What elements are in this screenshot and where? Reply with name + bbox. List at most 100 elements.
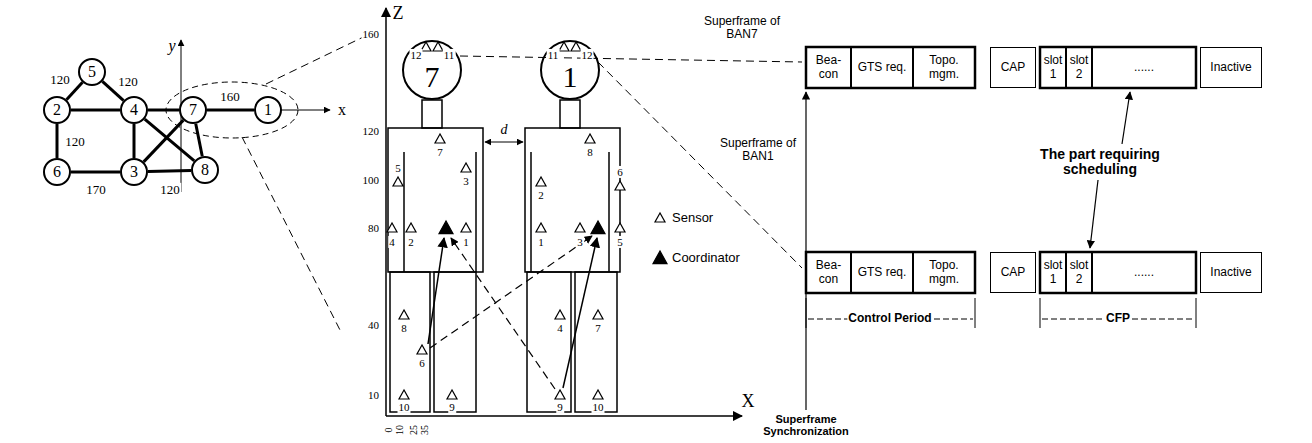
callout-number: 6 xyxy=(418,357,426,369)
graph-node: 6 xyxy=(43,158,71,186)
edge-weight: 120 xyxy=(117,75,139,89)
graph-node: 4 xyxy=(120,96,148,124)
sensor-symbol xyxy=(417,345,427,354)
sensor-symbol xyxy=(571,42,581,51)
graph-link xyxy=(133,124,136,158)
node-text: 2 xyxy=(53,101,61,119)
callout-number: 12 xyxy=(581,49,594,61)
node-text: 6 xyxy=(53,163,61,181)
callout-number: 6 xyxy=(616,166,624,178)
node-text: slot 1 xyxy=(1042,259,1064,285)
sensor-symbol xyxy=(387,223,397,232)
sensor-symbol xyxy=(393,177,403,186)
edge-weight: 160 xyxy=(219,90,241,104)
axis-label: 100 xyxy=(362,174,381,186)
node-text: slot 2 xyxy=(1068,259,1090,285)
sensor-symbol xyxy=(615,181,625,190)
node-text: 8 xyxy=(201,161,209,179)
frame-field: slot 2 xyxy=(1066,252,1092,293)
callout-number: 1 xyxy=(462,236,470,248)
frame-field: GTS req. xyxy=(851,47,913,88)
axis-label: 160 xyxy=(362,28,381,40)
axis-label: x xyxy=(337,101,347,119)
callout-number: 8 xyxy=(586,146,594,158)
sensor-symbol xyxy=(461,163,471,172)
callout-number: 2 xyxy=(407,236,415,248)
callout-number: 4 xyxy=(388,236,396,248)
legend-text: Sensor xyxy=(672,211,713,225)
callout-number: 1 xyxy=(537,236,545,248)
axis-label: 0 xyxy=(383,427,394,434)
node-text: Bea- con xyxy=(808,54,849,80)
frame-field: slot 1 xyxy=(1040,47,1066,88)
frame-field: ...... xyxy=(1092,252,1196,293)
callout-number: 10 xyxy=(592,401,605,413)
node-text: GTS req. xyxy=(858,61,907,74)
sensor-symbol xyxy=(575,223,585,232)
coordinator-symbol xyxy=(653,251,667,264)
annotation: Superframe of BAN7 xyxy=(695,15,789,41)
sensor-symbol xyxy=(399,390,409,399)
callout-number: 9 xyxy=(448,401,456,413)
axis-label: 80 xyxy=(367,222,380,234)
sensor-symbol xyxy=(536,177,546,186)
node-text: slot 2 xyxy=(1068,54,1090,80)
node-text: Inactive xyxy=(1210,266,1251,279)
node-text: CAP xyxy=(1001,61,1026,74)
sensor-symbol xyxy=(593,310,603,319)
sensor-symbol xyxy=(447,390,457,399)
axis-label: 35 xyxy=(419,424,430,436)
graph-node: 7 xyxy=(179,96,207,124)
node-text: 1 xyxy=(264,101,272,119)
axis-label: y xyxy=(167,37,176,55)
edge-weight: 120 xyxy=(64,135,86,149)
node-text: 3 xyxy=(130,163,138,181)
edge-weight: 120 xyxy=(159,183,181,197)
axis-label: 25 xyxy=(408,424,419,436)
frame-field: Inactive xyxy=(1200,47,1262,88)
coordinator-symbol xyxy=(591,221,605,234)
callout-number: 11 xyxy=(547,49,560,61)
graph-node: 1 xyxy=(254,96,282,124)
graph-link xyxy=(148,170,191,171)
axis-label: 120 xyxy=(362,125,381,137)
node-text: Topo. mgm. xyxy=(915,54,973,80)
callout-number: 10 xyxy=(398,401,411,413)
annotation: CFP xyxy=(1105,312,1131,325)
sensor-symbol xyxy=(435,134,445,143)
sensor-symbol xyxy=(461,223,471,232)
node-text: slot 1 xyxy=(1042,54,1064,80)
sensor-symbol xyxy=(406,223,416,232)
sensor-symbol xyxy=(615,223,625,232)
sensor-symbol xyxy=(555,310,565,319)
sensor-symbol xyxy=(433,42,443,51)
graph-link xyxy=(71,171,120,174)
callout-number: 7 xyxy=(594,322,602,334)
edge-weight: 120 xyxy=(49,73,71,87)
graph-link xyxy=(207,109,254,112)
graph-node: 2 xyxy=(43,96,71,124)
graph-link xyxy=(148,109,179,112)
node-text: ...... xyxy=(1134,266,1154,279)
node-text: 7 xyxy=(189,101,197,119)
callout-number: 3 xyxy=(576,236,584,248)
graph-node: 3 xyxy=(120,158,148,186)
edge-weight: 170 xyxy=(85,183,107,197)
node-text: Topo. mgm. xyxy=(915,259,973,285)
node-text: 5 xyxy=(88,63,96,81)
axis-label: Z xyxy=(392,4,405,24)
frame-field: ...... xyxy=(1092,47,1196,88)
axis-label: 10 xyxy=(394,424,405,436)
node-text: 7 xyxy=(425,60,440,94)
node-text: 1 xyxy=(563,60,578,94)
frame-field: CAP xyxy=(990,252,1036,293)
axis-label: 10 xyxy=(367,389,380,401)
sensor-symbol xyxy=(421,42,431,51)
graph-link xyxy=(56,124,59,158)
node-text: CAP xyxy=(1001,266,1026,279)
frame-field: Topo. mgm. xyxy=(913,252,975,293)
sensor-symbol xyxy=(655,213,665,222)
graph-link xyxy=(196,124,203,157)
